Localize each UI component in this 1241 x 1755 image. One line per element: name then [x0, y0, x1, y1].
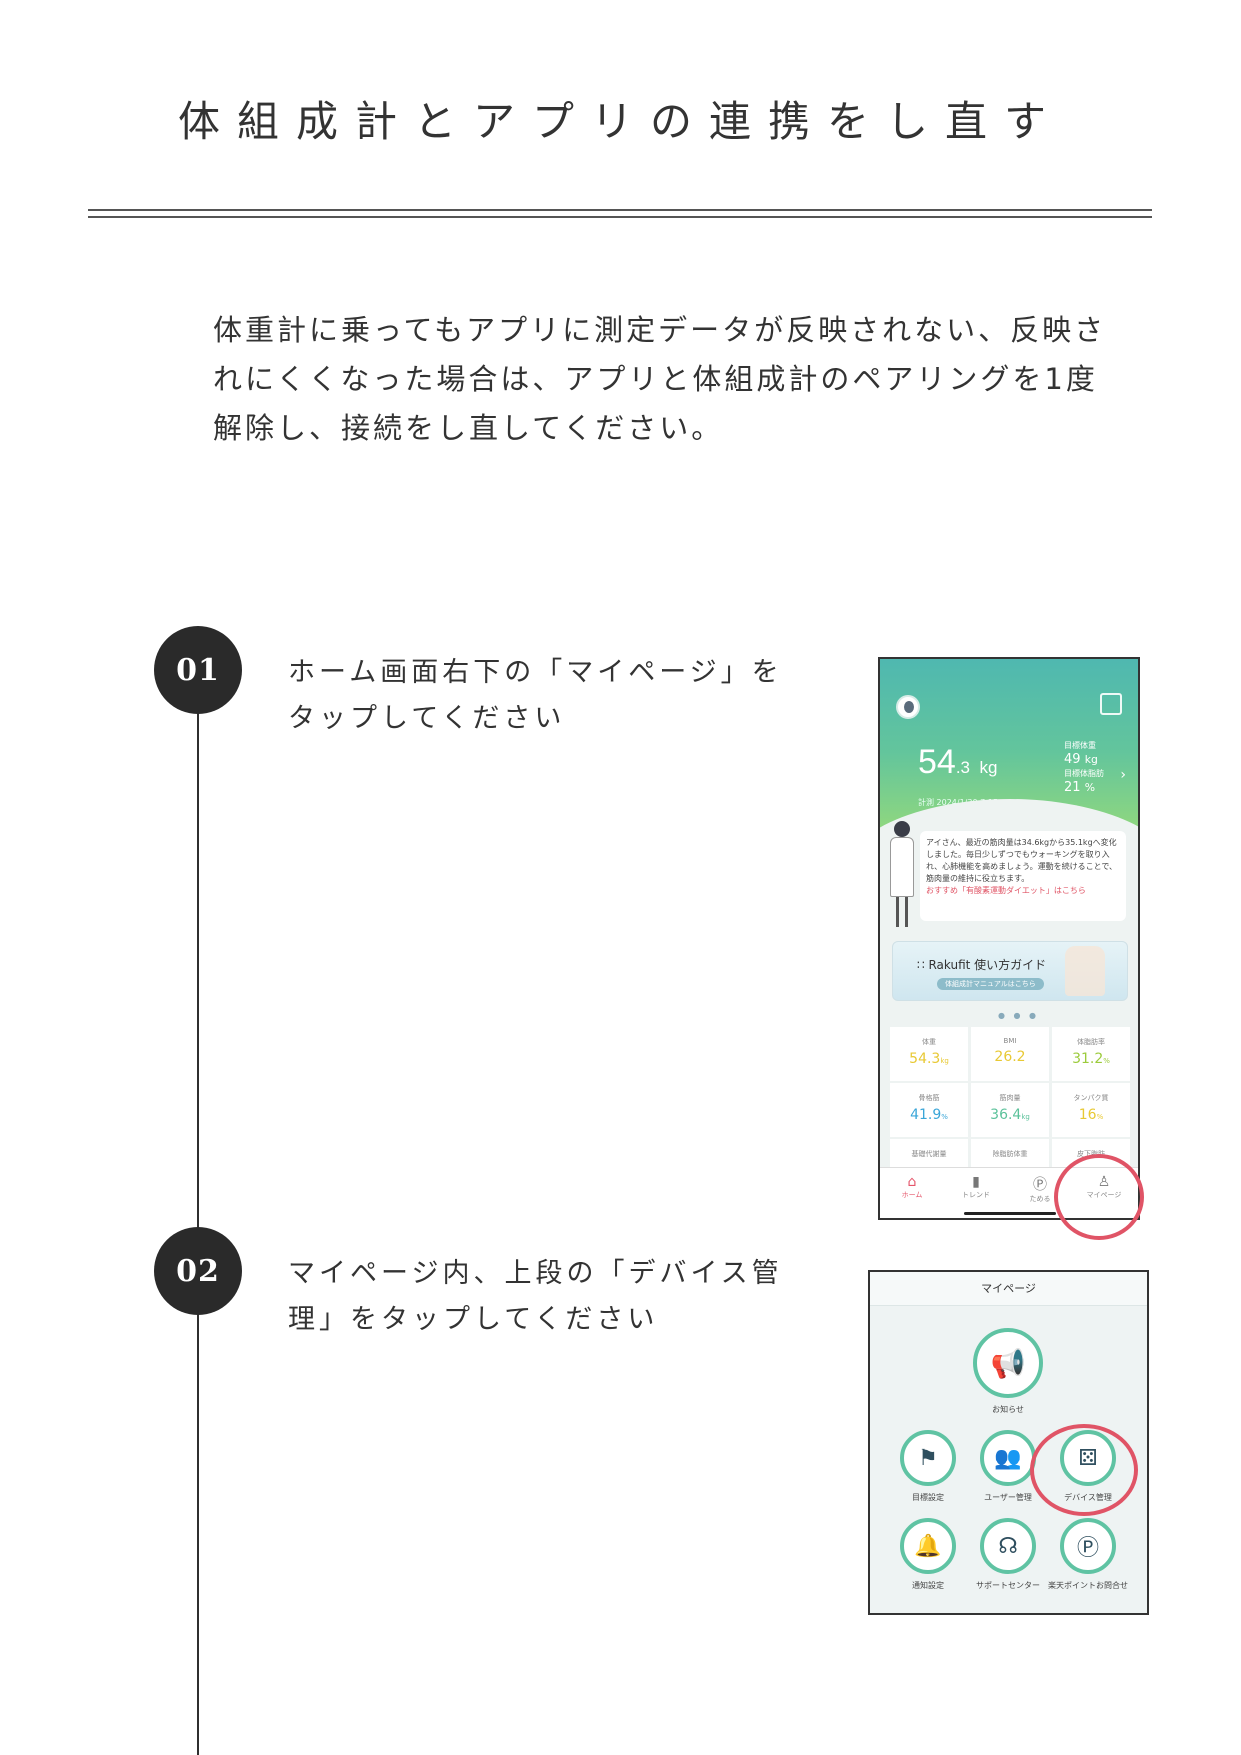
tab-points[interactable]: Ⓟ ためる [1010, 1174, 1070, 1204]
step-number-badge: 02 [154, 1227, 242, 1315]
chart-icon: ▮ [972, 1174, 980, 1190]
step-number-badge: 01 [154, 626, 242, 714]
megaphone-icon: 📢 [973, 1328, 1043, 1398]
metric-tile[interactable]: 体脂肪率 31.2% [1052, 1027, 1130, 1081]
metric-label: BMI [1003, 1037, 1017, 1045]
goal-weight-label: 目標体重 [1064, 741, 1096, 750]
metric-unit: % [1096, 1113, 1104, 1121]
step-instruction: マイページ内、上段の「デバイス管理」をタップしてください [288, 1258, 783, 1335]
metric-unit: kg [1021, 1113, 1030, 1121]
tab-trend[interactable]: ▮ トレンド [946, 1174, 1006, 1200]
mypage-item-support[interactable]: ☊ サポートセンター [968, 1518, 1048, 1591]
tab-label: トレンド [962, 1191, 990, 1199]
metric-label: 体重 [922, 1038, 936, 1046]
home-indicator [964, 1212, 1056, 1215]
metric-tile[interactable]: 筋肉量 36.4kg [971, 1083, 1049, 1137]
intro-paragraph: 体重計に乗ってもアプリに測定データが反映されない、反映されにくくなった場合は、ア… [213, 313, 1107, 445]
metric-value: 26.2 [994, 1049, 1026, 1065]
goal-weight-unit: kg [1084, 753, 1098, 766]
metric-value: 36.4 [990, 1107, 1022, 1123]
step-instruction: ホーム画面右下の「マイページ」をタップしてください [288, 657, 783, 734]
highlight-ring-mypage [1054, 1154, 1144, 1240]
advisor-illustration [888, 821, 916, 929]
scan-icon[interactable] [1100, 693, 1122, 715]
home-icon: ⌂ [907, 1174, 917, 1190]
page-title: 体組成計とアプリの連携をし直す [177, 97, 1063, 146]
title-divider-bottom [88, 216, 1152, 218]
advice-link[interactable]: おすすめ「有酸素運動ダイエット」はこちら [926, 886, 1086, 895]
stairs-flag-icon: ⚑ [900, 1430, 956, 1486]
advice-bubble: アイさん、最近の筋肉量は34.6kgから35.1kgへ変化しました。毎日少しずつ… [920, 831, 1126, 921]
guide-title: ∷ Rakufit 使い方ガイド [917, 958, 1047, 972]
metric-value: 16 [1078, 1107, 1097, 1123]
tab-label: ホーム [901, 1191, 923, 1199]
mypage-item-label: サポートセンター [976, 1581, 1040, 1590]
highlight-ring-device [1030, 1424, 1138, 1516]
metric-value: 41.9 [910, 1107, 942, 1123]
metric-unit: % [941, 1113, 948, 1121]
goal-fat-value: 21 [1064, 780, 1081, 795]
tab-label: ためる [1029, 1195, 1051, 1203]
metric-tile[interactable]: BMI 26.2 [971, 1027, 1049, 1081]
mypage-item-goal[interactable]: ⚑ 目標設定 [888, 1430, 968, 1503]
step-timeline-line [197, 670, 199, 1755]
scale-feet-illustration [1065, 946, 1105, 996]
mypage-title: マイページ [870, 1272, 1147, 1306]
mypage-item-label: お知らせ [992, 1405, 1024, 1414]
metric-unit: kg [940, 1057, 949, 1065]
rakuten-point-icon: Ⓟ [1060, 1518, 1116, 1574]
weight-decimal: .3 [955, 758, 971, 777]
mypage-item-label: 楽天ポイントお問合せ [1048, 1581, 1128, 1590]
metric-tile[interactable]: タンパク質 16% [1052, 1083, 1130, 1137]
mypage-item-users[interactable]: 👥 ユーザー管理 [968, 1430, 1048, 1503]
goal-fat-unit: % [1084, 781, 1095, 794]
metric-label: 除脂肪体重 [992, 1150, 1028, 1158]
tab-home[interactable]: ⌂ ホーム [882, 1174, 942, 1200]
weight-unit: kg [979, 758, 998, 777]
avatar[interactable] [896, 695, 920, 719]
users-icon: 👥 [980, 1430, 1036, 1486]
metric-unit: % [1103, 1057, 1110, 1065]
goal-weight-value: 49 [1064, 752, 1081, 767]
mypage-item-label: 通知設定 [912, 1581, 944, 1590]
goal-summary[interactable]: 目標体重 49 kg 目標体脂肪 21 % [1064, 739, 1124, 795]
usage-guide-banner[interactable]: ∷ Rakufit 使い方ガイド 体組成計マニュアルはこちら [892, 941, 1128, 1001]
point-icon: Ⓟ [1033, 1177, 1047, 1193]
home-hero: 54.3 kg 計測 2024/1/30 7:15 目標体重 49 kg 目標体… [880, 659, 1138, 879]
metric-tile[interactable]: 骨格筋 41.9% [890, 1083, 968, 1137]
metric-tile[interactable]: 基礎代謝量 [890, 1139, 968, 1167]
weight-value: 54 [918, 743, 956, 781]
metric-label: 体脂肪率 [1077, 1038, 1105, 1046]
mypage-item-notice[interactable]: 📢 お知らせ [968, 1328, 1048, 1415]
home-screen-screenshot: 54.3 kg 計測 2024/1/30 7:15 目標体重 49 kg 目標体… [878, 657, 1140, 1220]
chevron-right-icon[interactable]: › [1120, 767, 1126, 783]
mypage-item-label: ユーザー管理 [984, 1493, 1032, 1502]
metric-label: 骨格筋 [918, 1094, 940, 1102]
carousel-dots[interactable]: ● ● ● [998, 1011, 1040, 1020]
title-divider-top [88, 209, 1152, 211]
metric-value: 31.2 [1072, 1051, 1104, 1067]
mypage-item-rakuten-point[interactable]: Ⓟ 楽天ポイントお問合せ [1048, 1518, 1128, 1591]
mypage-item-label: 目標設定 [912, 1493, 944, 1502]
advice-text: アイさん、最近の筋肉量は34.6kgから35.1kgへ変化しました。毎日少しずつ… [926, 838, 1118, 883]
guide-manual-link[interactable]: 体組成計マニュアルはこちら [937, 978, 1044, 990]
headset-icon: ☊ [980, 1518, 1036, 1574]
metric-label: 基礎代謝量 [911, 1150, 947, 1158]
current-weight: 54.3 kg [918, 743, 997, 782]
metric-tile[interactable]: 体重 54.3kg [890, 1027, 968, 1081]
mypage-item-notification[interactable]: 🔔 通知設定 [888, 1518, 968, 1591]
metric-tile[interactable]: 除脂肪体重 [971, 1139, 1049, 1167]
metric-label: タンパク質 [1073, 1094, 1109, 1102]
goal-fat-label: 目標体脂肪 [1064, 769, 1104, 778]
metric-label: 筋肉量 [999, 1094, 1021, 1102]
bell-icon: 🔔 [900, 1518, 956, 1574]
metric-value: 54.3 [909, 1051, 941, 1067]
